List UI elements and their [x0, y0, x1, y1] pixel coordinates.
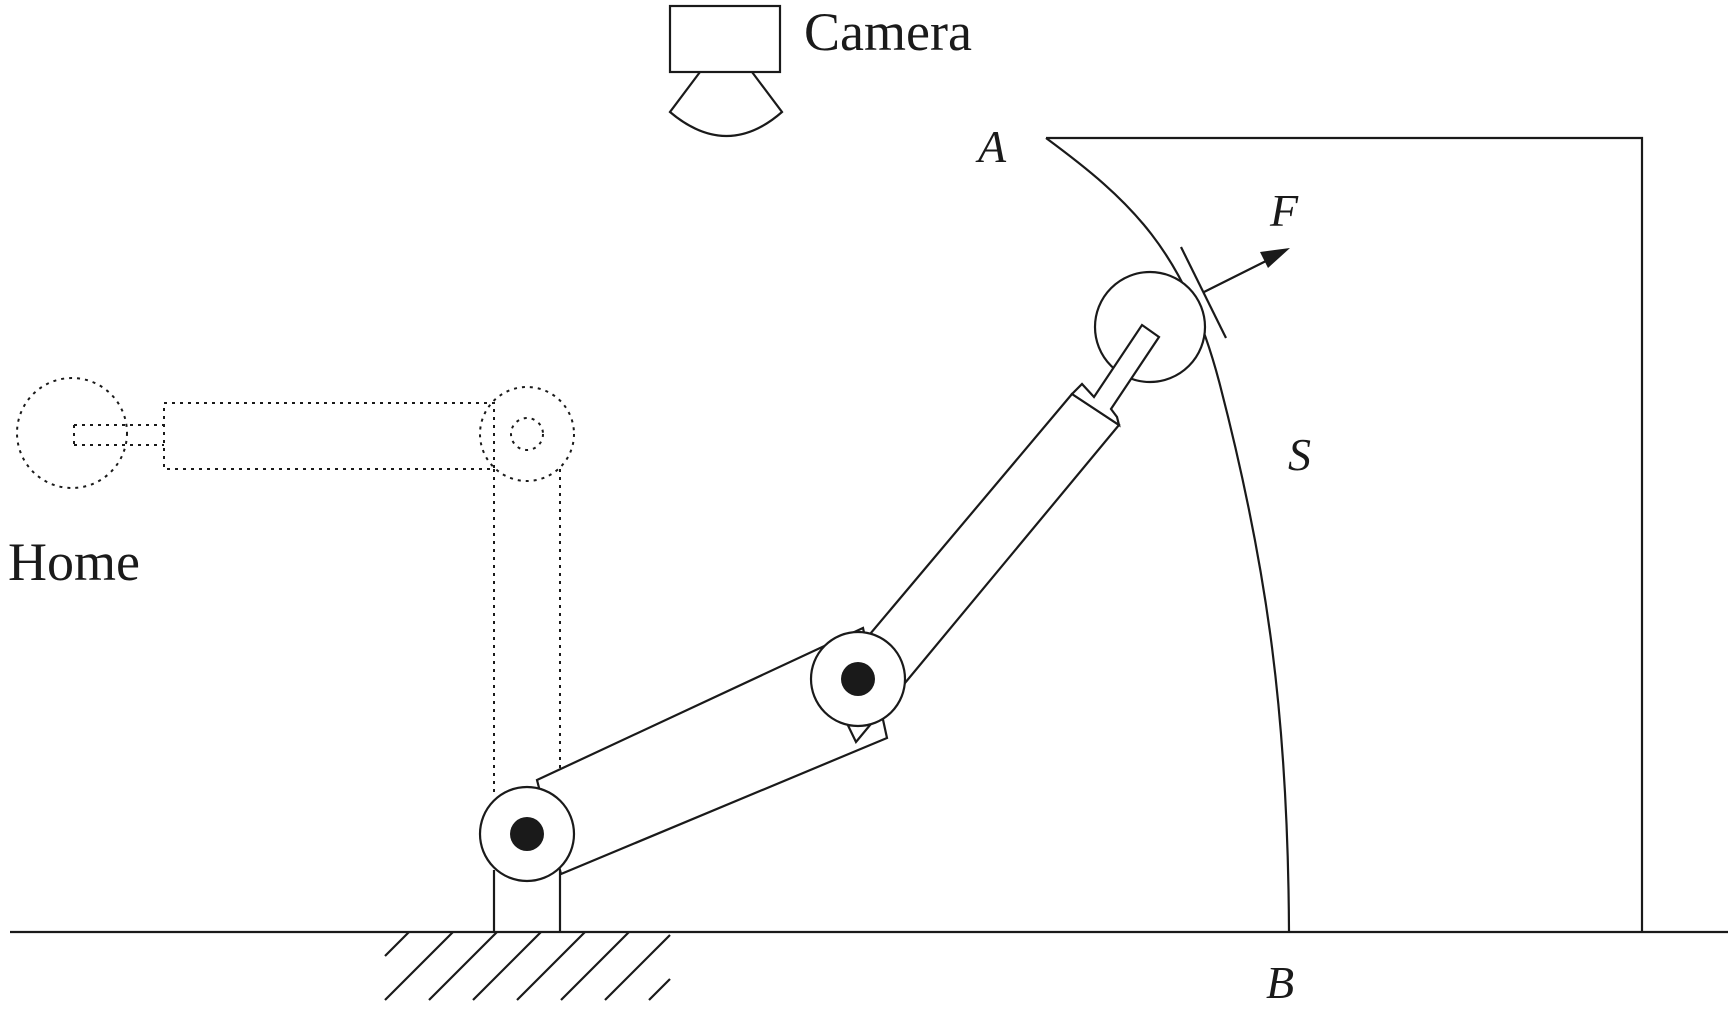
shoulder-joint — [478, 785, 576, 883]
home-position-arm — [16, 377, 575, 792]
force-arrow — [1203, 248, 1290, 293]
wrist-shaft — [1070, 323, 1161, 428]
point-b-label: B — [1266, 957, 1294, 1008]
robot-base — [492, 870, 562, 932]
camera-label: Camera — [804, 2, 972, 62]
camera-icon — [668, 4, 784, 138]
elbow-joint — [809, 630, 907, 728]
workpiece-outline — [1046, 136, 1644, 932]
ground-hatching — [384, 931, 671, 1001]
point-a-label: A — [975, 121, 1007, 172]
surface-label: S — [1288, 429, 1311, 480]
contact-tangent — [1180, 246, 1227, 339]
surface-curve — [1045, 137, 1291, 933]
force-label: F — [1269, 185, 1299, 236]
home-label: Home — [8, 532, 140, 592]
end-effector — [1093, 270, 1207, 384]
